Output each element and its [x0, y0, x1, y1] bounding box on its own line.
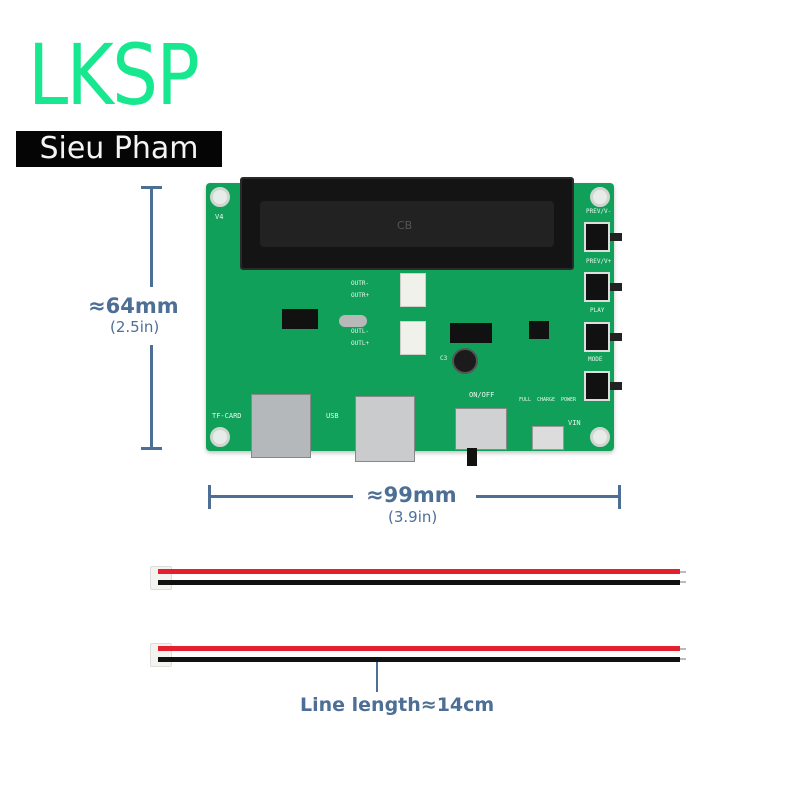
cable-2-tip [680, 658, 686, 660]
tf-card-label: TF-CARD [212, 412, 242, 420]
button-label-mode: MODE [588, 356, 603, 363]
usb-port[interactable] [355, 396, 415, 462]
power-label: POWER [561, 397, 577, 403]
brand-logo-title: LKSP [28, 26, 200, 124]
height-dimension-line-top [150, 187, 153, 287]
mount-hole-icon [210, 427, 230, 447]
button-label-play: PLAY [590, 307, 605, 314]
cable-length-label: Line length≈14cm [300, 694, 495, 716]
brand-logo-subtitle: Sieu Pham [16, 131, 222, 167]
on-off-switch-lever[interactable] [467, 448, 477, 466]
outl-minus-label: OUTL- [351, 328, 370, 335]
mode-stem [610, 382, 622, 390]
width-dimension-line-left [208, 495, 353, 498]
bluetooth-chip [282, 309, 318, 329]
mount-hole-icon [590, 427, 610, 447]
capacitor [452, 348, 478, 374]
cable-1-tip [680, 571, 686, 573]
crystal [339, 315, 367, 327]
cable-2-tip [680, 648, 686, 650]
mount-hole-icon [590, 187, 610, 207]
height-dimension-line-bottom [150, 345, 153, 448]
amplifier-chip [450, 323, 492, 343]
outl-plus-label: OUTL+ [351, 340, 370, 347]
charger-chip [529, 321, 549, 339]
vin-port[interactable] [532, 426, 564, 450]
vin-label: VIN [568, 419, 581, 427]
outr-plus-label: OUTR+ [351, 292, 370, 299]
width-dimension-sublabel: (3.9in) [388, 508, 438, 526]
battery-holder-mark: CB [397, 219, 413, 232]
cable-2-black-wire [158, 657, 680, 662]
height-dimension-label: ≈64mm [88, 294, 179, 318]
width-dimension-line-right [476, 495, 620, 498]
height-dimension-cap-bottom [141, 447, 162, 450]
on-off-switch[interactable] [455, 408, 507, 450]
version-label: V4 [215, 213, 224, 221]
cable-2-red-wire [158, 646, 680, 651]
tf-card-slot[interactable] [251, 394, 311, 458]
cable-1-tip [680, 581, 686, 583]
button-label-prev-v-plus: PREV/V+ [586, 258, 612, 265]
full-label: FULL [519, 397, 532, 403]
battery-holder: CB [240, 177, 574, 270]
on-off-label: ON/OFF [469, 391, 495, 399]
button-label-prev-v-minus: PREV/V- [586, 208, 612, 215]
usb-label: USB [326, 412, 339, 420]
cable-length-pointer [376, 662, 378, 692]
cable-1-black-wire [158, 580, 680, 585]
height-dimension-sublabel: (2.5in) [110, 318, 160, 336]
prev-v-plus-stem [610, 283, 622, 291]
outr-minus-label: OUTR- [351, 280, 370, 287]
play-stem [610, 333, 622, 341]
mode-button[interactable] [584, 371, 610, 401]
speaker-connector-left [400, 321, 426, 355]
prev-v-minus-stem [610, 233, 622, 241]
play-button[interactable] [584, 322, 610, 352]
charge-label: CHARGE [537, 397, 556, 403]
width-dimension-cap-right [618, 485, 621, 509]
speaker-connector-right [400, 273, 426, 307]
width-dimension-label: ≈99mm [366, 483, 457, 507]
prev-v-plus-button[interactable] [584, 272, 610, 302]
height-dimension-cap-top [141, 186, 162, 189]
mount-hole-icon [210, 187, 230, 207]
cable-1-red-wire [158, 569, 680, 574]
prev-v-minus-button[interactable] [584, 222, 610, 252]
c3-label: C3 [440, 355, 448, 362]
